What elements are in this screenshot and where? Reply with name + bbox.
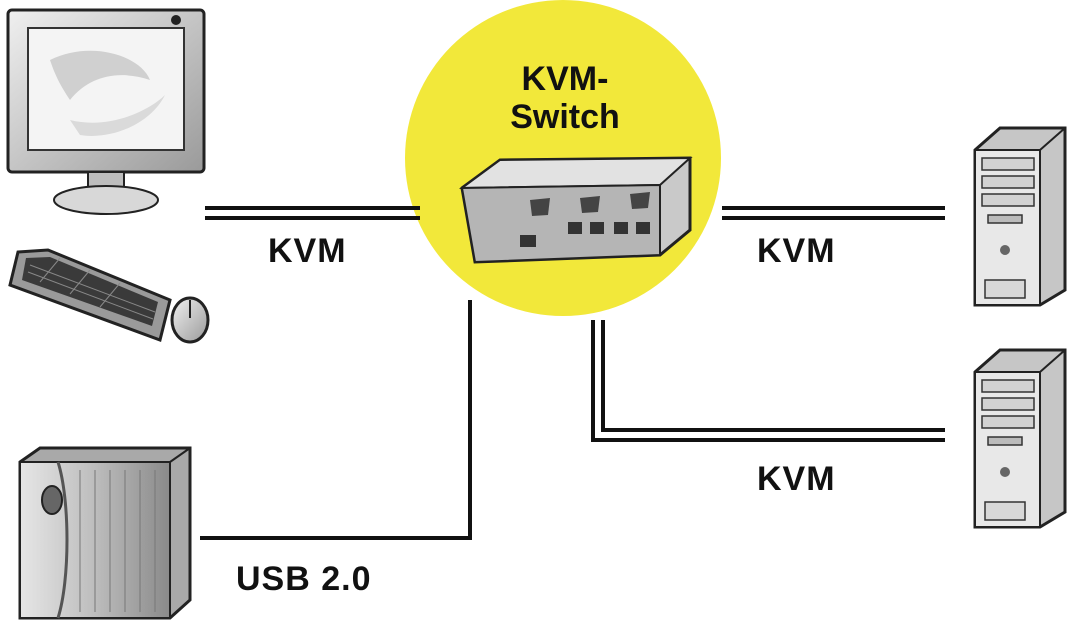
keyboard-icon	[8, 248, 172, 342]
mouse-icon	[170, 296, 210, 344]
pc-tower-icon	[973, 348, 1067, 529]
cable-switch-pc1	[722, 206, 945, 220]
switch-title: KVM- Switch	[460, 60, 670, 136]
external-drive-icon	[18, 446, 192, 620]
connection-label-pc1: KVM	[757, 232, 836, 270]
connection-label-pc2: KVM	[757, 460, 836, 498]
connection-label-usb: USB 2.0	[236, 560, 372, 598]
cable-monitor-switch	[205, 206, 420, 220]
cable-switch-pc2	[591, 320, 945, 442]
connection-label-monitor: KVM	[268, 232, 347, 270]
cable-storage-switch	[200, 300, 472, 540]
kvm-switch-icon	[458, 156, 693, 264]
monitor-icon	[6, 8, 206, 215]
switch-title-line1: KVM-	[521, 60, 609, 98]
switch-title-line2: Switch	[510, 98, 620, 136]
pc-tower-icon	[973, 126, 1067, 307]
